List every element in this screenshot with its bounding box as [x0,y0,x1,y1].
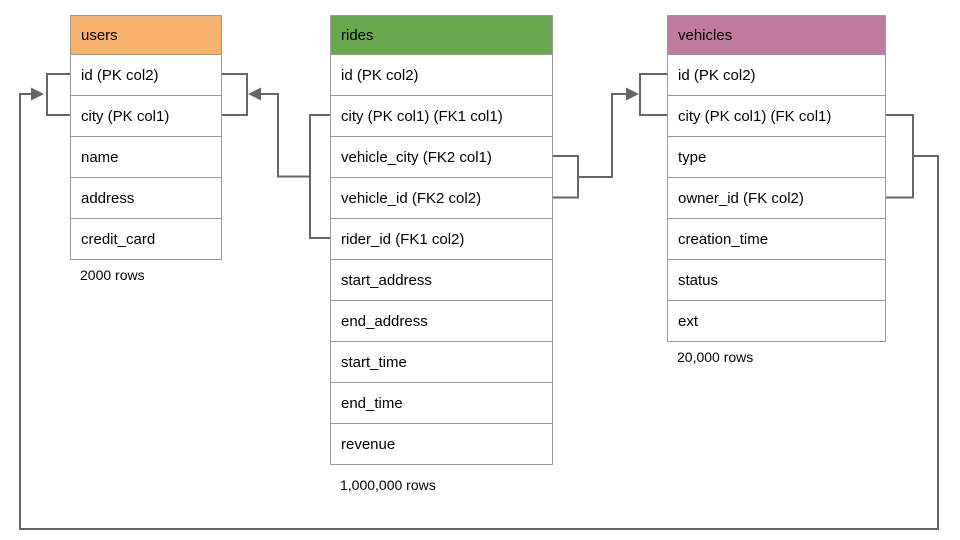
table-column-row: revenue [331,423,552,464]
table-rides-header: rides [331,16,552,54]
table-column-row: vehicle_city (FK2 col1) [331,136,552,177]
rides-left-bus [309,114,330,239]
table-column-row: id (PK col2) [71,54,221,95]
table-column-row: type [668,136,885,177]
table-column-row: status [668,259,885,300]
arrowhead-into-users-right [248,87,261,101]
table-vehicles-columns: id (PK col2)city (PK col1) (FK col1)type… [668,54,885,341]
arrowhead-into-vehicles-left [626,87,639,101]
table-column-row: ext [668,300,885,341]
table-column-row: owner_id (FK col2) [668,177,885,218]
table-column-row: start_address [331,259,552,300]
users-row-count: 2000 rows [80,267,145,283]
vehicles-row-count: 20,000 rows [677,349,754,365]
table-users-header: users [71,16,221,54]
table-column-row: end_address [331,300,552,341]
rides-row-count: 1,000,000 rows [340,477,436,493]
table-column-row: city (PK col1) (FK col1) [668,95,885,136]
table-column-row: city (PK col1) [71,95,221,136]
vehicles-to-users-loop [19,93,939,530]
table-column-row: address [71,177,221,218]
table-column-row: rider_id (FK1 col2) [331,218,552,259]
table-column-row: end_time [331,382,552,423]
table-rides-columns: id (PK col2)city (PK col1) (FK1 col1)veh… [331,54,552,464]
vehicles-right-bracket [886,114,914,199]
table-column-row: city (PK col1) (FK1 col1) [331,95,552,136]
table-column-row: creation_time [668,218,885,259]
table-column-row: credit_card [71,218,221,259]
rides-to-users-link [252,93,310,178]
vehicles-left-bracket [639,73,667,116]
users-left-bracket [46,73,70,116]
table-column-row: id (PK col2) [668,54,885,95]
table-vehicles-header: vehicles [668,16,885,54]
table-column-row: name [71,136,221,177]
arrowhead-into-users-left [31,87,44,101]
table-rides: rides id (PK col2)city (PK col1) (FK1 co… [330,15,553,465]
users-right-bracket [222,73,248,116]
table-column-row: id (PK col2) [331,54,552,95]
table-column-row: vehicle_id (FK2 col2) [331,177,552,218]
table-column-row: start_time [331,341,552,382]
table-vehicles: vehicles id (PK col2)city (PK col1) (FK … [667,15,886,342]
rides-to-vehicles-link [578,93,627,178]
rides-right-bracket [553,155,579,199]
